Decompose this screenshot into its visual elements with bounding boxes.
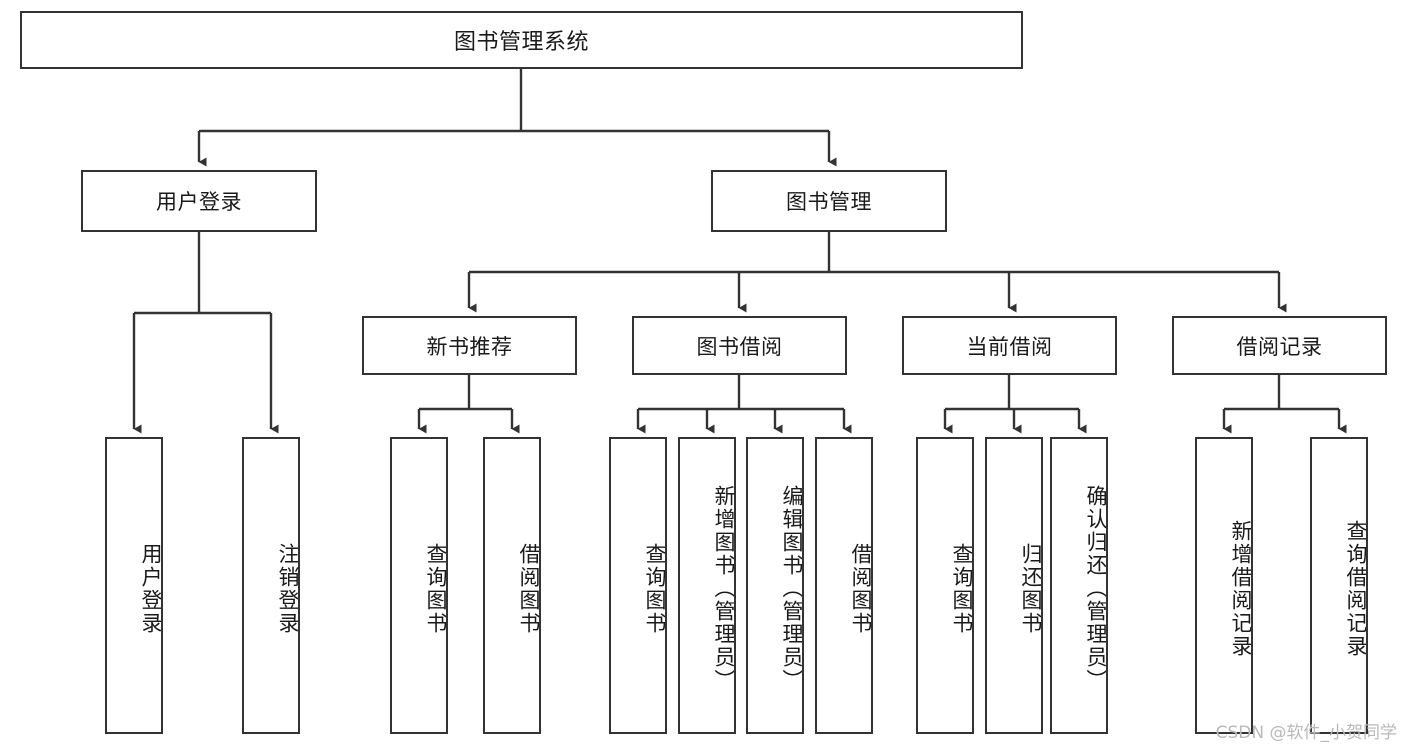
node-label: 新增图书（管理员） — [712, 485, 736, 692]
node-label: 借阅图书 — [849, 542, 873, 635]
node-book-management[interactable]: 图书管理 — [711, 170, 947, 232]
leaf-query-books-borrow[interactable]: 查询图书 — [609, 437, 667, 734]
leaf-user-login[interactable]: 用户登录 — [105, 437, 163, 734]
wire-group-new-books — [417, 375, 520, 434]
leaf-confirm-return-admin[interactable]: 确认归还（管理员） — [1050, 437, 1108, 734]
node-label: 查询图书 — [424, 542, 448, 635]
node-label: 查询图书 — [643, 542, 667, 635]
leaf-logout[interactable]: 注销登录 — [242, 437, 300, 734]
wire-group-user-login — [132, 232, 279, 434]
node-borrowing-records[interactable]: 借阅记录 — [1172, 316, 1387, 375]
node-current-borrowing[interactable]: 当前借阅 — [902, 316, 1117, 375]
wire-group-borrow — [636, 375, 852, 434]
node-label: 图书管理系统 — [453, 30, 589, 55]
node-label: 借阅记录 — [1236, 334, 1323, 359]
node-label: 用户登录 — [156, 190, 242, 214]
leaf-edit-book-admin[interactable]: 编辑图书（管理员） — [746, 437, 804, 734]
leaf-query-borrow-record[interactable]: 查询借阅记录 — [1310, 437, 1368, 734]
node-label: 注销登录 — [276, 542, 300, 635]
node-label: 确认归还（管理员） — [1084, 485, 1108, 692]
node-label: 编辑图书（管理员） — [780, 485, 804, 692]
wire-group-current-borrow — [943, 375, 1087, 434]
leaf-query-books-new[interactable]: 查询图书 — [390, 437, 448, 734]
node-user-login[interactable]: 用户登录 — [81, 170, 317, 232]
node-label: 当前借阅 — [966, 334, 1053, 359]
node-book-borrowing[interactable]: 图书借阅 — [632, 316, 847, 375]
node-label: 用户登录 — [139, 542, 163, 635]
leaf-borrow-book[interactable]: 借阅图书 — [815, 437, 873, 734]
node-label: 图书借阅 — [696, 334, 783, 359]
wire-group-root — [197, 69, 837, 167]
node-root-system[interactable]: 图书管理系统 — [20, 11, 1023, 69]
leaf-add-borrow-record[interactable]: 新增借阅记录 — [1195, 437, 1253, 734]
leaf-return-book[interactable]: 归还图书 — [985, 437, 1043, 734]
wire-group-records — [1222, 375, 1347, 434]
node-label: 查询借阅记录 — [1344, 519, 1368, 658]
node-label: 图书管理 — [786, 190, 872, 214]
node-label: 新增借阅记录 — [1229, 519, 1253, 658]
node-label: 借阅图书 — [517, 542, 541, 635]
leaf-query-books-current[interactable]: 查询图书 — [916, 437, 974, 734]
node-label: 新书推荐 — [426, 334, 513, 359]
wire-group-book-mgmt — [467, 232, 1287, 313]
leaf-borrow-books-new[interactable]: 借阅图书 — [483, 437, 541, 734]
csdn-watermark: CSDN @软件_小贺同学 — [1215, 723, 1397, 743]
node-label: 归还图书 — [1019, 542, 1043, 635]
node-new-book-recommendation[interactable]: 新书推荐 — [362, 316, 577, 375]
leaf-add-book-admin[interactable]: 新增图书（管理员） — [678, 437, 736, 734]
node-label: 查询图书 — [950, 542, 974, 635]
